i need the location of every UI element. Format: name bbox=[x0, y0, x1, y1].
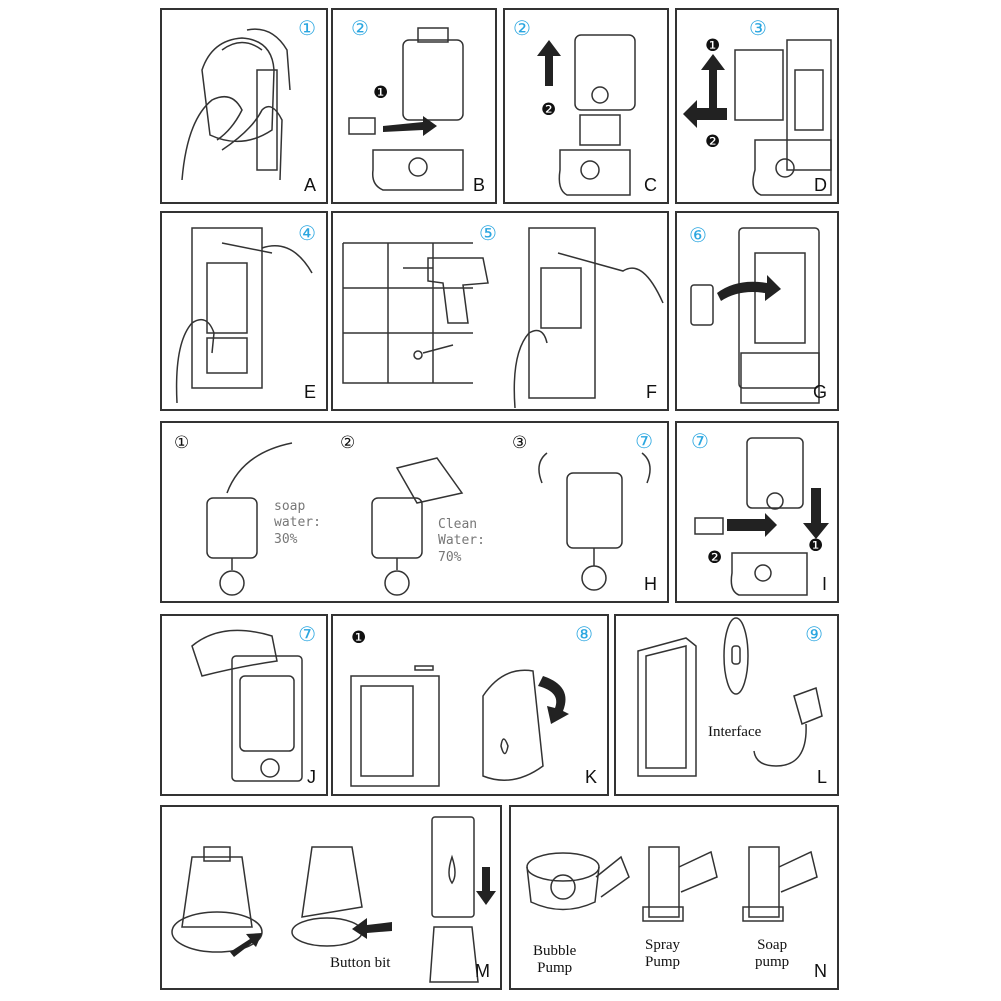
illustration-base-assembly bbox=[162, 807, 496, 992]
interface-label: Interface bbox=[708, 724, 762, 740]
bubble-pump-label: Bubble Pump bbox=[533, 943, 577, 977]
step-number: ② bbox=[513, 16, 531, 40]
illustration-dispenser-remove-key bbox=[333, 10, 499, 206]
step-number: ⑦ bbox=[298, 622, 316, 646]
panel-letter: G bbox=[812, 382, 827, 402]
note-soap-water: soap water: 30% bbox=[274, 499, 321, 547]
button-bit-label: Button bit bbox=[330, 955, 391, 971]
panel-e: ④ E bbox=[160, 211, 328, 411]
step-number: ② bbox=[351, 16, 369, 40]
panel-l: ⑨ Interface L bbox=[614, 614, 839, 796]
marker-2: ❷ bbox=[707, 548, 723, 568]
substep-3: ③ bbox=[512, 433, 528, 453]
illustration-remove-cover bbox=[683, 10, 841, 206]
panel-d: ③ ❶ ❷ D bbox=[675, 8, 839, 204]
panel-c: ② ❷ C bbox=[503, 8, 669, 204]
panel-i: ⑦ ❶ ❷ I bbox=[675, 421, 839, 603]
illustration-lift-bottle bbox=[537, 10, 671, 206]
panel-m: Button bit M bbox=[160, 805, 502, 990]
illustration-pump-types bbox=[511, 807, 841, 992]
step-number: ⑥ bbox=[689, 223, 707, 247]
substep-1: ① bbox=[174, 433, 190, 453]
illustration-power-adapter bbox=[616, 616, 841, 798]
step-number: ⑧ bbox=[575, 622, 593, 646]
step-number: ⑨ bbox=[805, 622, 823, 646]
marker-1: ❶ bbox=[705, 36, 721, 56]
panel-letter: J bbox=[307, 767, 316, 787]
step-number: ⑦ bbox=[635, 429, 653, 453]
illustration-reinsert-bottle bbox=[677, 423, 829, 605]
panel-letter: B bbox=[472, 175, 485, 195]
illustration-attach-cap bbox=[333, 616, 569, 798]
panel-letter: N bbox=[814, 961, 827, 981]
panel-k: ⑧ ❶ K bbox=[331, 614, 609, 796]
step-number: ⑦ bbox=[691, 429, 709, 453]
step-number: ① bbox=[298, 16, 316, 40]
panel-letter: C bbox=[644, 175, 657, 195]
illustration-mark-wall-holes bbox=[162, 213, 330, 413]
soap-pump-label: Soap pump bbox=[755, 937, 790, 971]
panel-letter: D bbox=[814, 175, 827, 195]
panel-b: ② ❶ B bbox=[331, 8, 497, 204]
panel-h: ⑦ ① ② ③ soap water: 30% Clean Water: 70%… bbox=[160, 421, 669, 603]
panel-letter: M bbox=[475, 961, 490, 981]
panel-letter: F bbox=[646, 382, 657, 402]
panel-letter: A bbox=[303, 175, 316, 195]
panel-a: ① A bbox=[160, 8, 328, 204]
marker-2: ❷ bbox=[705, 132, 721, 152]
illustration-pour-into-installed-bottle bbox=[162, 616, 330, 798]
panel-f: ⑤ F bbox=[331, 211, 669, 411]
illustration-insert-batteries bbox=[677, 213, 841, 413]
spray-pump-label: Spray Pump bbox=[645, 937, 681, 971]
substep-2: ② bbox=[340, 433, 356, 453]
marker-1: ❶ bbox=[373, 83, 389, 103]
panel-g: ⑥ G bbox=[675, 211, 839, 411]
illustration-fill-bottle bbox=[162, 423, 671, 605]
panel-letter: H bbox=[644, 574, 657, 594]
panel-j: ⑦ J bbox=[160, 614, 328, 796]
marker-1: ❶ bbox=[808, 536, 824, 556]
step-number: ⑤ bbox=[479, 221, 497, 245]
note-clean-water: Clean Water: 70% bbox=[438, 517, 485, 565]
marker-2: ❷ bbox=[541, 100, 557, 120]
panel-n: Bubble Pump Spray Pump Soap pump N bbox=[509, 805, 839, 990]
marker-1: ❶ bbox=[351, 628, 367, 648]
illustration-hands-holding-bottle bbox=[162, 10, 330, 206]
step-number: ③ bbox=[749, 16, 767, 40]
panel-letter: I bbox=[821, 574, 827, 594]
panel-letter: K bbox=[584, 767, 597, 787]
panel-letter: L bbox=[816, 767, 827, 787]
illustration-drill-and-screw bbox=[333, 213, 671, 413]
step-number: ④ bbox=[298, 221, 316, 245]
panel-letter: E bbox=[303, 382, 316, 402]
